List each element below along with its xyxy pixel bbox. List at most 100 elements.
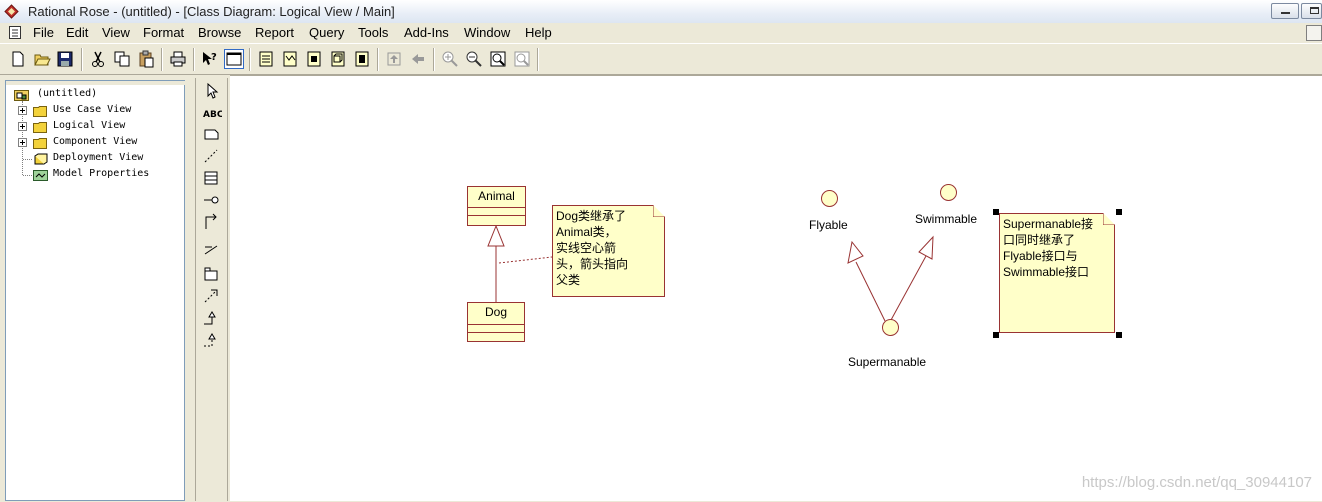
selection-handle[interactable] xyxy=(1116,209,1122,215)
interface-label-swimmable: Swimmable xyxy=(915,212,978,226)
menu-format[interactable]: Format xyxy=(143,25,185,40)
title-bar: Rational Rose - (untitled) - [Class Diag… xyxy=(0,0,1322,24)
toolbar-separator xyxy=(537,48,539,71)
class-dog[interactable]: Dog xyxy=(467,302,525,342)
note-tool-icon[interactable] xyxy=(200,124,222,144)
expand-icon[interactable] xyxy=(18,138,27,147)
generalization-dog-animal[interactable] xyxy=(487,224,505,302)
aggregation-tool-icon[interactable] xyxy=(200,240,222,260)
dependency-tool-icon[interactable] xyxy=(200,286,222,306)
selection-handle[interactable] xyxy=(1116,332,1122,338)
zoom-in-icon[interactable] xyxy=(441,50,459,68)
menu-report[interactable]: Report xyxy=(255,25,295,40)
cut-icon[interactable] xyxy=(89,50,107,68)
copy-icon[interactable] xyxy=(113,50,131,68)
fit-window-icon[interactable] xyxy=(489,50,507,68)
menu-browse[interactable]: Browse xyxy=(198,25,242,40)
folder-icon xyxy=(33,106,47,117)
restore-icon xyxy=(1310,7,1319,14)
new-icon[interactable] xyxy=(9,50,27,68)
folder-icon xyxy=(33,138,47,149)
diagram-relationships xyxy=(487,224,934,322)
class-tool-icon[interactable] xyxy=(200,168,222,188)
toolbar-separator xyxy=(81,48,83,71)
menu-view[interactable]: View xyxy=(102,25,130,40)
note-anchor-line[interactable] xyxy=(498,256,553,264)
note-text: Supermanable接 口同时继承了 Flyable接口与 Swimmabl… xyxy=(1003,217,1094,279)
save-icon[interactable] xyxy=(56,50,74,68)
class-animal[interactable]: Animal xyxy=(467,186,526,226)
browse-parent-icon[interactable] xyxy=(385,50,403,68)
menu-bar: File Edit View Format Browse Report Quer… xyxy=(0,23,1322,43)
browse-use-case-icon[interactable] xyxy=(353,50,371,68)
interface-label-supermanable: Supermanable xyxy=(848,355,927,369)
generalization-tool-icon[interactable] xyxy=(200,308,222,328)
view-doc-icon[interactable] xyxy=(224,49,244,69)
context-help-icon[interactable]: ? xyxy=(201,50,219,68)
interface-supermanable[interactable] xyxy=(882,319,899,336)
deployment-icon xyxy=(34,153,48,165)
model-browser[interactable]: (untitled) Use Case View Logical View Co… xyxy=(5,80,186,501)
realization-supermanable-swimmable[interactable] xyxy=(890,235,934,321)
note-text: Dog类继承了 Animal类， 实线空心箭 头，箭头指向 父类 xyxy=(556,209,629,287)
interface-label-flyable: Flyable xyxy=(809,218,848,232)
interface-flyable[interactable] xyxy=(821,190,838,207)
selection-handle[interactable] xyxy=(993,332,999,338)
expand-icon[interactable] xyxy=(18,122,27,131)
browse-component-icon[interactable] xyxy=(305,50,323,68)
note-supermanable-inheritance[interactable]: Supermanable接 口同时继承了 Flyable接口与 Swimmabl… xyxy=(999,213,1115,333)
interface-swimmable[interactable] xyxy=(940,184,957,201)
interface-tool-icon[interactable] xyxy=(200,190,222,210)
toolbar-separator xyxy=(433,48,435,71)
window-title: Rational Rose - (untitled) - [Class Diag… xyxy=(28,4,395,19)
undo-fit-icon[interactable] xyxy=(513,50,531,68)
realization-supermanable-flyable[interactable] xyxy=(847,240,886,322)
text-tool-icon[interactable]: ABC xyxy=(200,103,222,123)
tree-item-label: Logical View xyxy=(53,120,126,131)
rational-rose-app-icon[interactable] xyxy=(4,4,19,19)
selection-handle[interactable] xyxy=(993,209,999,215)
zoom-out-icon[interactable] xyxy=(465,50,483,68)
menu-add-ins[interactable]: Add-Ins xyxy=(404,25,449,40)
realize-tool-icon[interactable] xyxy=(200,330,222,350)
menu-file[interactable]: File xyxy=(33,25,54,40)
document-icon[interactable] xyxy=(8,25,22,40)
toolbar-separator xyxy=(249,48,251,71)
restore-button[interactable] xyxy=(1301,3,1322,19)
browse-deployment-icon[interactable] xyxy=(329,50,347,68)
selection-tool-icon[interactable] xyxy=(200,81,222,101)
browse-class-icon[interactable] xyxy=(257,50,275,68)
toolbar-separator xyxy=(193,48,195,71)
splitter[interactable] xyxy=(186,78,194,501)
menu-tools[interactable]: Tools xyxy=(358,25,389,40)
minimize-icon xyxy=(1281,12,1290,14)
paste-icon[interactable] xyxy=(137,50,155,68)
menu-query[interactable]: Query xyxy=(309,25,345,40)
class-diagram-canvas[interactable]: Animal Dog Dog类继承了 Animal类， 实线空心箭 头，箭头指向… xyxy=(230,75,1322,501)
note-dog-inheritance[interactable]: Dog类继承了 Animal类， 实线空心箭 头，箭头指向 父类 xyxy=(552,205,665,297)
tree-item-label: Use Case View xyxy=(53,104,132,115)
package-tool-icon[interactable] xyxy=(200,264,222,284)
standard-toolbar: ? xyxy=(0,43,1322,75)
menu-edit[interactable]: Edit xyxy=(66,25,89,40)
diagram-toolbox: ABC xyxy=(195,78,228,501)
minimize-button[interactable] xyxy=(1271,3,1299,19)
svg-text:ABC: ABC xyxy=(203,110,222,120)
expand-icon[interactable] xyxy=(18,106,27,115)
svg-text:?: ? xyxy=(211,52,217,63)
mdi-minimize-button[interactable] xyxy=(1306,25,1322,41)
menu-help[interactable]: Help xyxy=(525,25,552,40)
print-icon[interactable] xyxy=(169,50,187,68)
anchor-note-tool-icon[interactable] xyxy=(200,146,222,166)
class-name: Animal xyxy=(478,189,515,203)
open-icon[interactable] xyxy=(33,50,51,68)
menu-window[interactable]: Window xyxy=(464,25,511,40)
browse-previous-icon[interactable] xyxy=(409,50,427,68)
browse-interaction-icon[interactable] xyxy=(281,50,299,68)
folder-icon xyxy=(33,122,47,133)
note-fold-icon xyxy=(1103,213,1115,225)
tree-root-label: (untitled) xyxy=(37,88,98,99)
tree-item-label: Component View xyxy=(53,136,138,147)
association-tool-icon[interactable] xyxy=(200,212,222,232)
note-fold-icon xyxy=(653,205,665,217)
